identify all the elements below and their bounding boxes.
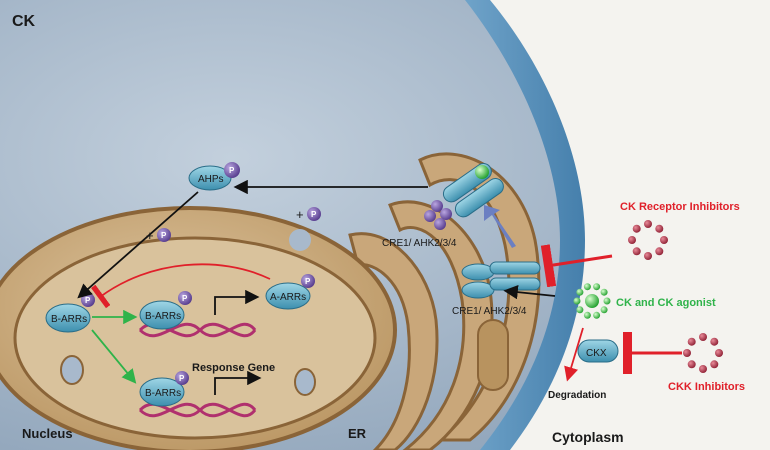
ck-receptor-inhibitors-label: CK Receptor Inhibitors bbox=[620, 201, 740, 213]
phosphate-icon bbox=[178, 291, 192, 305]
inhibitor-dot bbox=[715, 349, 723, 357]
nuclear-pore bbox=[289, 229, 311, 251]
agonist-dot bbox=[583, 311, 591, 319]
phosphate-p-label: P bbox=[311, 210, 317, 219]
phosphate-p-label: P bbox=[229, 166, 235, 175]
inhibition-receptor-inhibitors bbox=[540, 244, 613, 288]
agonist-dot bbox=[573, 297, 581, 305]
nuclear-pore bbox=[60, 355, 84, 385]
agonist-dot bbox=[576, 306, 584, 314]
ckk-inhibitors-label: CKK Inhibitors bbox=[668, 381, 745, 393]
b-arrs-protein-2 bbox=[139, 291, 192, 330]
arrow-bottom-receptor-link bbox=[503, 284, 556, 300]
activation-arrow-icon bbox=[484, 205, 516, 248]
plus-sign-1: + bbox=[146, 228, 154, 243]
inhibitor-dot bbox=[687, 337, 696, 346]
free-phosphate-icon bbox=[307, 207, 321, 221]
phosphate-p-label: P bbox=[85, 296, 91, 305]
ckx-protein bbox=[577, 339, 619, 363]
inhibitor-dot bbox=[710, 360, 719, 369]
receptor-bottom-label: CRE1/ AHK2/3/4 bbox=[452, 306, 527, 317]
ck-agonist-core bbox=[585, 294, 599, 308]
ahps-label: AHPs bbox=[198, 174, 224, 185]
arrow-response-gene bbox=[214, 370, 262, 395]
b-arrs-label-2: B-ARRs bbox=[145, 311, 181, 322]
agonist-dot bbox=[603, 297, 611, 305]
inhibitor-dot bbox=[632, 247, 641, 256]
a-arrs-label: A-ARRs bbox=[270, 292, 306, 303]
agonist-dot bbox=[576, 288, 584, 296]
arrow-ckx-degradation bbox=[564, 327, 584, 382]
inhibitor-dot bbox=[699, 333, 707, 341]
b-arrs-protein-3 bbox=[139, 371, 189, 407]
a-arrs-protein bbox=[265, 274, 315, 310]
region-label-er: ER bbox=[348, 426, 367, 441]
agonist-dot bbox=[600, 306, 608, 314]
arrow-barrs-to-barrs3 bbox=[91, 329, 137, 384]
phosphate-p-label: P bbox=[179, 374, 185, 383]
receptor-top bbox=[442, 163, 504, 218]
inhibitor-dot bbox=[660, 236, 668, 244]
inhibitor-dot bbox=[699, 365, 707, 373]
arrow-gene-to-aarrs bbox=[214, 289, 260, 315]
ck-receptor-inhibitor-ring bbox=[628, 220, 668, 260]
bound-ck-ligand bbox=[475, 165, 489, 179]
inhibitor-dot bbox=[655, 224, 664, 233]
ck-and-agonist-label: CK and CK agonist bbox=[616, 297, 716, 309]
agonist-dot bbox=[600, 288, 608, 296]
nuclear-pore bbox=[294, 368, 316, 396]
phosphate-icon bbox=[301, 274, 315, 288]
endoplasmic-reticulum bbox=[348, 152, 541, 450]
inhibitor-dot bbox=[632, 224, 641, 233]
agonist-dot bbox=[583, 283, 591, 291]
receptor-bottom bbox=[461, 261, 541, 299]
degradation-label: Degradation bbox=[548, 390, 606, 401]
phosphate-icon bbox=[224, 162, 240, 178]
inhibitor-dot bbox=[644, 252, 652, 260]
phosphate-icon bbox=[175, 371, 189, 385]
ahps-protein bbox=[188, 162, 240, 191]
inhibitor-dot bbox=[655, 247, 664, 256]
free-phosphate-icon bbox=[157, 228, 171, 242]
response-gene-label: Response Gene bbox=[192, 362, 275, 374]
ckk-inhibitor-ring bbox=[683, 333, 723, 373]
agonist-dot bbox=[593, 311, 601, 319]
b-arrs-label-1: B-ARRs bbox=[51, 314, 87, 325]
receptor-top-label: CRE1/ AHK2/3/4 bbox=[382, 238, 457, 249]
receptor-phospho-cluster bbox=[424, 200, 452, 230]
inhibitor-dot bbox=[644, 220, 652, 228]
inhibition-aarrs-to-barrs bbox=[91, 263, 271, 309]
arrow-ahps-to-barrs bbox=[77, 191, 199, 299]
region-label-cytoplasm: Cytoplasm bbox=[552, 429, 624, 445]
inhibitor-dot bbox=[683, 349, 691, 357]
region-label-nucleus: Nucleus bbox=[22, 426, 73, 441]
inhibitor-dot bbox=[628, 236, 636, 244]
plus-sign-2: + bbox=[296, 207, 304, 222]
region-label-ck: CK bbox=[12, 13, 36, 30]
phosphate-p-label: P bbox=[182, 294, 188, 303]
ckx-label: CKX bbox=[586, 348, 607, 359]
inhibitor-dot bbox=[687, 360, 696, 369]
inhibitor-dot bbox=[710, 337, 719, 346]
phosphate-p-label: P bbox=[305, 277, 311, 286]
phosphate-p-label: P bbox=[161, 231, 167, 240]
b-arrs-label-3: B-ARRs bbox=[145, 388, 181, 399]
agonist-dot bbox=[593, 283, 601, 291]
ck-agonist-ring bbox=[573, 283, 611, 319]
